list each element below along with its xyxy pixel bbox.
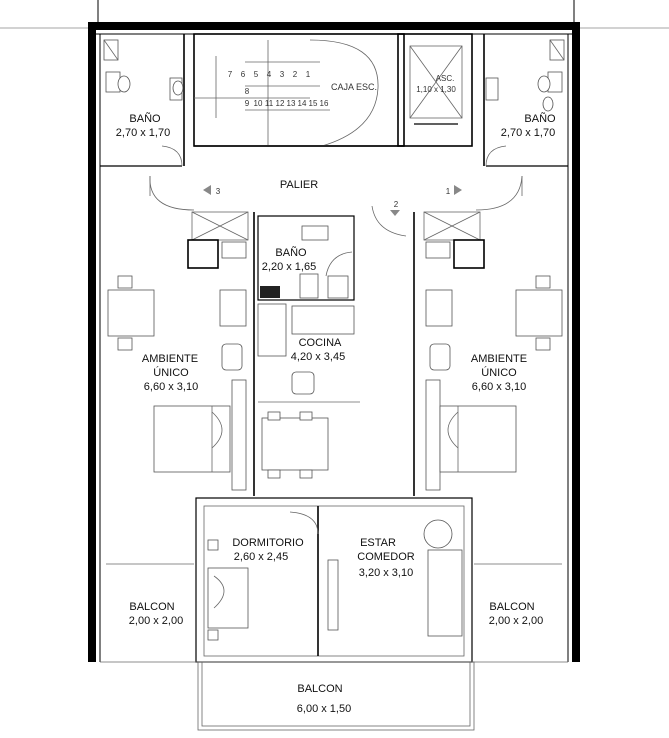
unit-number-left: 3: [216, 187, 221, 196]
ambiente-left-label1: AMBIENTE: [142, 353, 198, 365]
unit-number-right: 1: [446, 187, 451, 196]
ambiente-right-label1: AMBIENTE: [471, 353, 527, 365]
unit-number-center: 2: [394, 200, 399, 209]
bath-center-label: BAÑO: [275, 246, 307, 259]
unit-right: [413, 211, 563, 565]
unit-arrow-right: [454, 185, 462, 195]
balcon-right-dims: 2,00 x 2,00: [489, 615, 543, 627]
ambiente-left-label2: ÚNICO: [153, 366, 189, 379]
balcon-bottom-label: BALCON: [297, 683, 342, 695]
stair-step-number: 13: [287, 99, 296, 108]
bath-right-dims: 2,70 x 1,70: [501, 127, 555, 139]
bath-left: [100, 34, 185, 167]
estar-label2: COMEDOR: [357, 551, 415, 563]
dormitorio-dims: 2,60 x 2,45: [234, 551, 288, 563]
palier-label: PALIER: [280, 179, 318, 191]
bedroom-living: [195, 497, 473, 663]
ambiente-right-label2: ÚNICO: [481, 366, 517, 379]
unit-arrow-center: [390, 210, 400, 216]
bath-right-label: BAÑO: [524, 112, 556, 125]
estar-label1: ESTAR: [360, 537, 396, 549]
svg-text:8: 8: [245, 87, 250, 96]
unit-left: [106, 211, 255, 565]
estar-dims: 3,20 x 3,10: [359, 567, 413, 579]
bath-left-dims: 2,70 x 1,70: [116, 127, 170, 139]
stair-step-number: 5: [254, 70, 259, 79]
stair-step-number: 16: [320, 99, 329, 108]
stair-step-number: 9: [245, 99, 250, 108]
stair-step-number: 15: [309, 99, 318, 108]
elevator: [397, 33, 473, 147]
stair-step-number: 6: [241, 70, 246, 79]
stair-step-number: 14: [298, 99, 307, 108]
dormitorio-label: DORMITORIO: [232, 537, 304, 549]
elevator-dims: 1,10 x 1,30: [416, 85, 456, 94]
stair-step-number: 11: [265, 99, 274, 108]
balcon-left-label: BALCON: [129, 601, 174, 613]
kitchen: [257, 303, 360, 479]
palier: [149, 175, 523, 237]
stair-step-number: 4: [267, 70, 272, 79]
outer-walls: [0, 0, 669, 662]
balcon-bottom: [100, 661, 568, 731]
balcon-bottom-dims: 6,00 x 1,50: [297, 703, 351, 715]
bath-right: [483, 34, 568, 167]
stair-core: [193, 33, 405, 147]
bath-left-label: BAÑO: [129, 112, 161, 125]
stair-step-number: 2: [293, 70, 298, 79]
elevator-label: ASC.: [436, 74, 455, 83]
stair-step-number: 10: [254, 99, 263, 108]
stair-step-number: 7: [228, 70, 233, 79]
center-bath: [257, 215, 355, 301]
cocina-dims: 4,20 x 3,45: [291, 351, 345, 363]
stair-step-number: 12: [276, 99, 285, 108]
stair-step-number: 3: [280, 70, 285, 79]
cocina-label: COCINA: [299, 337, 342, 349]
unit-arrow-left: [203, 185, 211, 195]
stair-label: CAJA ESC.: [331, 82, 377, 92]
bath-center-dims: 2,20 x 1,65: [262, 261, 316, 273]
balcon-right-label: BALCON: [489, 601, 534, 613]
balcon-left-dims: 2,00 x 2,00: [129, 615, 183, 627]
stair-step-number: 1: [306, 70, 311, 79]
ambiente-left-dims: 6,60 x 3,10: [144, 381, 198, 393]
ambiente-right-dims: 6,60 x 3,10: [472, 381, 526, 393]
